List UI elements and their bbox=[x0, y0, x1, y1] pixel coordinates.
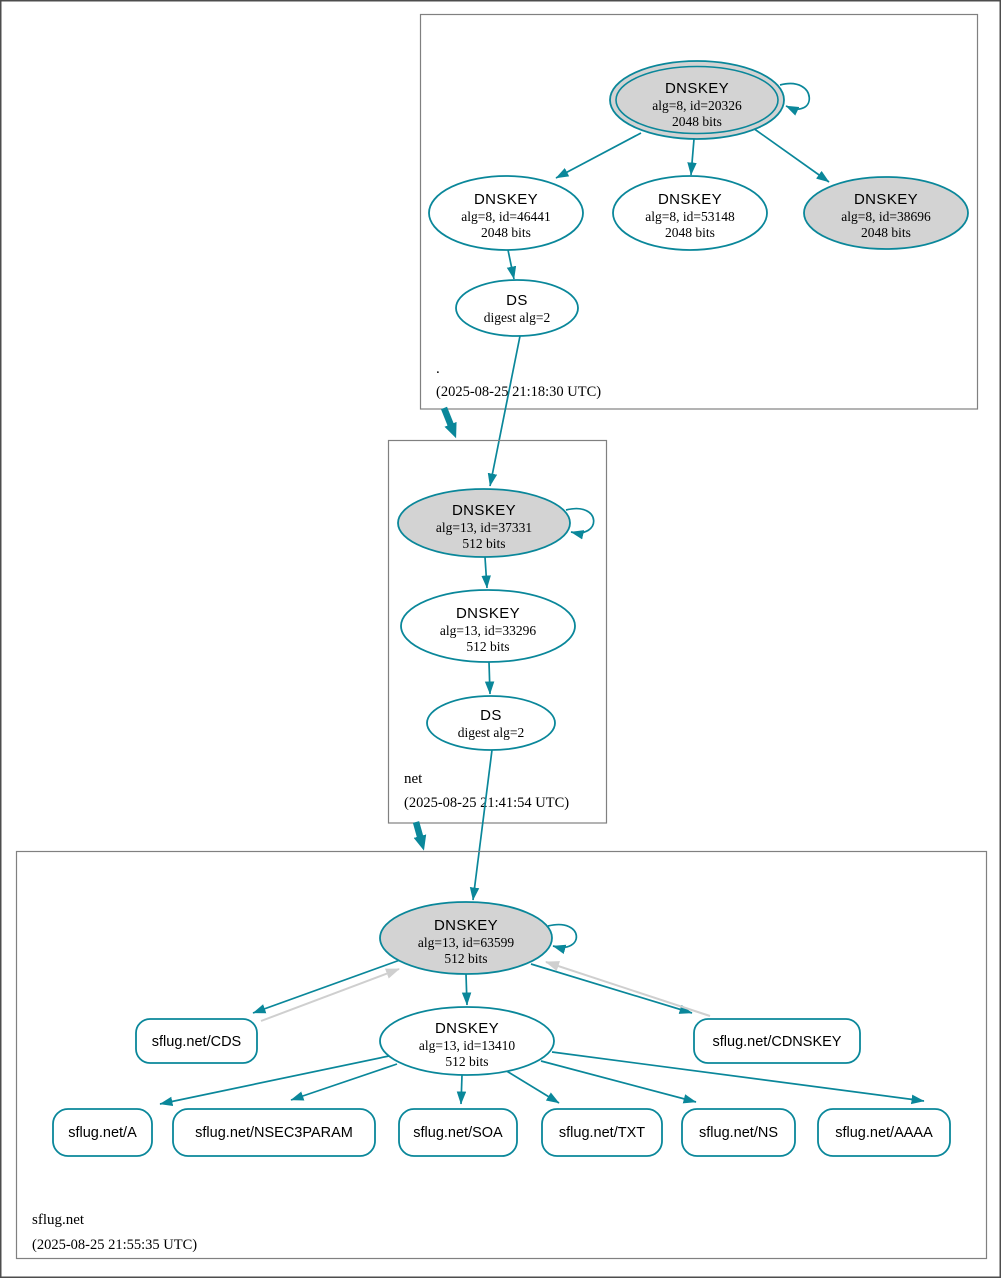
edge-net-ksk-selfloop bbox=[565, 507, 595, 540]
rrset-label: sflug.net/NSEC3PARAM bbox=[195, 1125, 353, 1141]
dnskey-node-root-ksk-inner-ring bbox=[615, 65, 779, 135]
rrset-node-soa[interactable] bbox=[398, 1108, 518, 1157]
rrset-node-cds[interactable] bbox=[135, 1018, 258, 1064]
dnskey-node-53148[interactable] bbox=[612, 175, 768, 251]
node-meta: alg=13, id=63599 bbox=[418, 935, 514, 950]
node-meta: digest alg=2 bbox=[458, 725, 524, 740]
node-title: DNSKEY bbox=[665, 80, 729, 97]
node-size: 512 bits bbox=[466, 639, 509, 654]
ds-node-root[interactable] bbox=[455, 279, 579, 337]
edge-zsk-to-ns bbox=[540, 1060, 697, 1104]
edge-sflug-ksk-selfloop bbox=[547, 923, 578, 954]
node-meta: alg=8, id=38696 bbox=[841, 209, 931, 224]
rrset-label: sflug.net/CDNSKEY bbox=[713, 1034, 842, 1050]
rrset-node-ns[interactable] bbox=[681, 1108, 796, 1157]
edge-net-zsk-to-ds bbox=[484, 661, 495, 695]
zone-net: DNSKEY alg=13, id=37331 512 bits DNSKEY … bbox=[387, 439, 608, 824]
zone-timestamp-sflug: (2025-08-25 21:55:35 UTC) bbox=[32, 1237, 197, 1253]
edge-zsk-to-nsec3param bbox=[290, 1063, 398, 1101]
rrset-node-nsec3param[interactable] bbox=[172, 1108, 376, 1157]
edge-zsk-to-aaaa bbox=[551, 1051, 925, 1105]
edge-net-zone-to-sflug-zone bbox=[412, 821, 427, 851]
node-title: DNSKEY bbox=[474, 191, 538, 208]
rrset-label: sflug.net/TXT bbox=[559, 1125, 645, 1141]
node-title: DS bbox=[480, 707, 502, 724]
node-meta: alg=8, id=20326 bbox=[652, 98, 742, 113]
node-title: DS bbox=[506, 292, 528, 309]
edge-zsk-to-txt bbox=[504, 1069, 560, 1104]
edge-root-ksk-to-zsk53148 bbox=[687, 138, 697, 176]
node-meta: alg=13, id=13410 bbox=[419, 1038, 515, 1053]
rrset-node-a[interactable] bbox=[52, 1108, 153, 1157]
edge-net-ksk-to-zsk bbox=[481, 556, 491, 589]
edge-root-zone-to-net-zone bbox=[440, 406, 457, 439]
edge-root-ksk-to-key38696 bbox=[752, 127, 830, 183]
dnskey-node-net-zsk[interactable] bbox=[400, 589, 576, 663]
zone-timestamp-root: (2025-08-25 21:18:30 UTC) bbox=[436, 384, 601, 400]
node-size: 512 bits bbox=[445, 1054, 488, 1069]
rrset-label: sflug.net/AAAA bbox=[835, 1125, 933, 1141]
zone-root: DNSKEY alg=8, id=20326 2048 bits DNSKEY … bbox=[419, 13, 979, 410]
dnskey-node-root-ksk[interactable] bbox=[609, 60, 785, 140]
node-size: 2048 bits bbox=[672, 114, 722, 129]
zone-label-sflug: sflug.net bbox=[32, 1212, 85, 1228]
rrset-label: sflug.net/A bbox=[68, 1125, 137, 1141]
edge-zsk46441-to-ds bbox=[506, 249, 517, 280]
ds-node-net[interactable] bbox=[426, 695, 556, 751]
zone-box-sflug bbox=[15, 850, 988, 1260]
edge-net-ds-to-sflug-ksk bbox=[469, 749, 493, 901]
node-title: DNSKEY bbox=[658, 191, 722, 208]
edge-root-ksk-selfloop bbox=[779, 82, 811, 116]
edge-sflug-ksk-to-zsk bbox=[461, 973, 472, 1006]
dnskey-node-sflug-zsk[interactable] bbox=[379, 1006, 555, 1076]
node-title: DNSKEY bbox=[456, 605, 520, 622]
node-title: DNSKEY bbox=[452, 502, 516, 519]
zone-box-net bbox=[387, 439, 608, 824]
node-size: 2048 bits bbox=[861, 225, 911, 240]
edge-root-ds-to-net-ksk bbox=[487, 335, 521, 487]
rrset-node-aaaa[interactable] bbox=[817, 1108, 951, 1157]
rrset-label: sflug.net/SOA bbox=[413, 1125, 503, 1141]
node-size: 2048 bits bbox=[481, 225, 531, 240]
rrset-node-txt[interactable] bbox=[541, 1108, 663, 1157]
edge-cds-to-sflug-ksk-gray bbox=[260, 968, 400, 1022]
rrset-label: sflug.net/CDS bbox=[152, 1034, 241, 1050]
node-title: DNSKEY bbox=[854, 191, 918, 208]
zone-box-root bbox=[419, 13, 979, 410]
node-title: DNSKEY bbox=[435, 1020, 499, 1037]
node-meta: alg=8, id=53148 bbox=[645, 209, 735, 224]
edge-sflug-ksk-to-cds bbox=[252, 959, 401, 1014]
rrset-node-cdnskey[interactable] bbox=[693, 1018, 861, 1064]
rrset-label: sflug.net/NS bbox=[699, 1125, 778, 1141]
edge-root-ksk-to-zsk46441 bbox=[555, 132, 642, 179]
node-meta: alg=13, id=33296 bbox=[440, 623, 536, 638]
node-size: 512 bits bbox=[444, 951, 487, 966]
edge-zsk-to-a bbox=[159, 1055, 390, 1107]
zone-label-net: net bbox=[404, 771, 423, 787]
edge-cdnskey-to-sflug-ksk-gray bbox=[545, 961, 711, 1017]
edge-sflug-ksk-to-cdnskey bbox=[530, 963, 693, 1014]
node-meta: alg=13, id=37331 bbox=[436, 520, 532, 535]
zone-label-root: . bbox=[436, 361, 440, 377]
dnskey-node-38696[interactable] bbox=[803, 176, 969, 250]
zone-timestamp-net: (2025-08-25 21:41:54 UTC) bbox=[404, 795, 569, 811]
dnskey-node-sflug-ksk[interactable] bbox=[379, 901, 553, 975]
edge-zsk-to-soa bbox=[456, 1074, 467, 1105]
node-size: 2048 bits bbox=[665, 225, 715, 240]
node-meta: digest alg=2 bbox=[484, 310, 550, 325]
node-title: DNSKEY bbox=[434, 917, 498, 934]
dnskey-node-net-ksk[interactable] bbox=[397, 488, 571, 558]
dnskey-node-46441[interactable] bbox=[428, 175, 584, 251]
zone-sflug: DNSKEY alg=13, id=63599 512 bits DNSKEY … bbox=[15, 850, 988, 1260]
node-size: 512 bits bbox=[462, 536, 505, 551]
node-meta: alg=8, id=46441 bbox=[461, 209, 550, 224]
